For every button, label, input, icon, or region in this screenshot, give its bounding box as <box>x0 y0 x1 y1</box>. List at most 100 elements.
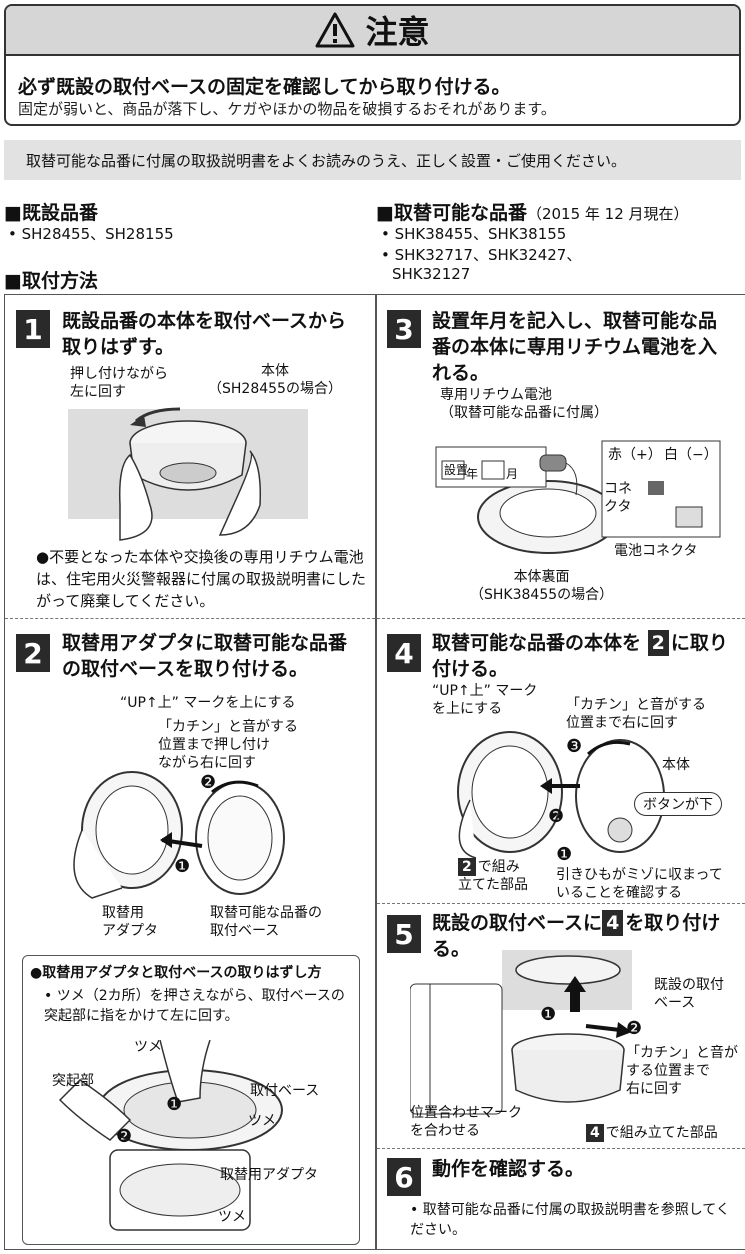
circle-2-4: ❷ <box>548 806 565 827</box>
step-1-title: 既設品番の本体を取付ベースから取りはずす。 <box>62 310 347 358</box>
step-3-number: 3 <box>387 310 421 348</box>
circle-1-5: ❶ <box>540 1004 557 1025</box>
label-red-plus: 赤（+） <box>608 447 662 463</box>
label-white-minus: 白（−） <box>664 447 718 463</box>
step-5-number: 5 <box>387 915 421 953</box>
step-divider-left <box>5 618 375 619</box>
assembled-ref-4: 2 <box>458 858 476 876</box>
assembled-body-5 <box>511 1049 625 1103</box>
alignment-inset <box>410 983 503 1115</box>
label-up-mark: “UP↑上” マークを上にする <box>120 695 296 711</box>
step-6-note: • 取替可能な品番に付属の取扱説明書を参照してください。 <box>410 1202 730 1238</box>
replaceable-model-1: • SHK38455、SHK38155 <box>381 225 567 243</box>
replaceable-heading: ■取替可能な品番 <box>376 202 527 224</box>
label-mount-base: 取替可能な品番の 取付ベース <box>210 905 322 939</box>
column-divider <box>375 294 377 1250</box>
label-button-down: ボタンが下 <box>634 792 722 816</box>
step-4-ref: 2 <box>647 630 669 656</box>
warning-title: 注意 <box>365 13 430 51</box>
mounting-base-inner <box>207 795 273 881</box>
left-finger <box>58 1079 132 1141</box>
step-divider-right-2 <box>377 903 745 904</box>
body-back-inner <box>499 488 597 538</box>
step-2-illustration <box>73 771 285 899</box>
label-setup: 設置 <box>444 463 469 477</box>
adapter-inner <box>95 785 169 875</box>
step-5-ref: 4 <box>602 910 624 936</box>
label-click-push: 「カチン」と音がする 位置まで押し付け ながら右に回す <box>158 719 298 771</box>
step-5-title-a: 既設の取付ベースに <box>432 912 603 934</box>
battery-connector <box>675 506 703 528</box>
assembled-inner <box>471 745 549 839</box>
month-field <box>481 460 505 480</box>
detail-ring <box>119 1163 241 1217</box>
warning-header: 注意 <box>6 6 739 56</box>
step-4-title-a: 取替可能な品番の本体を <box>432 632 642 654</box>
replaceable-date: （2015 年 12 月現在） <box>526 205 689 223</box>
rotate-right-arrow <box>211 780 259 794</box>
step-1-number: 1 <box>16 310 50 348</box>
removal-box <box>22 955 360 1245</box>
circle-2: ❷ <box>200 772 217 793</box>
label-tsume-3: ツメ <box>218 1209 246 1225</box>
label-tsume-1: ツメ <box>134 1039 162 1055</box>
detector-grille <box>159 462 217 484</box>
label-click-4: 「カチン」と音がする 位置まで右に回す <box>566 697 706 731</box>
replaceable-model-2: • SHK32717、SHK32427、 <box>381 246 582 264</box>
push-arrowhead <box>160 832 172 848</box>
connector-plug <box>648 481 664 495</box>
existing-models: • SH28455、SH28155 <box>8 225 174 243</box>
assembled-text-5: で組み立てた部品 <box>605 1125 718 1141</box>
label-adapter: 取替用 アダプタ <box>102 905 158 939</box>
steps-frame <box>4 294 745 1250</box>
label-removal-adapter: 取替用アダプタ <box>220 1167 318 1183</box>
existing-heading: ■既設品番 <box>4 202 98 224</box>
removal-heading: ●取替用アダプタと取付ベースの取りはずし方 <box>30 965 322 981</box>
replaceable-heading-row: ■取替可能な品番（2015 年 12 月現在） <box>376 198 689 225</box>
removal-text: • ツメ（2カ所）を押さえながら、取付ベースの突起部に指をかけて左に回す。 <box>44 988 345 1024</box>
removal-circle-2: ❷ <box>116 1126 133 1147</box>
step-divider-right-3 <box>377 1148 745 1149</box>
test-button <box>607 817 633 843</box>
pressing-finger <box>159 1040 211 1103</box>
circle-1-4: ❶ <box>556 844 573 865</box>
circle-1: ❶ <box>174 856 191 877</box>
notice-bar: 取替可能な品番に付属の取扱説明書をよくお読みのうえ、正しく設置・ご使用ください。 <box>4 140 741 180</box>
label-click-5: 「カチン」と音が する位置まで 右に回す <box>626 1045 738 1097</box>
replaceable-model-3: SHK32127 <box>392 265 471 283</box>
step-3-illustration <box>435 440 721 554</box>
warning-sub-text: 固定が弱いと、商品が落下し、ケガやほかの物品を破損するおそれがあります。 <box>18 100 556 118</box>
label-protrusion: 突起部 <box>52 1073 94 1089</box>
rotate-arrow-4 <box>587 740 631 756</box>
label-month: 月 <box>506 467 519 481</box>
label-tsume-2: ツメ <box>248 1113 276 1129</box>
label-push-rotate: 押し付けながら 左に回す <box>70 366 168 400</box>
step-3-title: 設置年月を記入し、取替可能な品番の本体に専用リチウム電池を入れる。 <box>432 310 718 384</box>
step-2-number: 2 <box>16 634 50 672</box>
battery-wire <box>565 462 578 496</box>
step-6-number: 6 <box>387 1158 421 1196</box>
warning-triangle-icon <box>315 12 355 48</box>
step-2-title: 取替用アダプタに取替可能な品番の取付ベースを取り付ける。 <box>62 632 348 680</box>
label-lithium-battery: 専用リチウム電池 （取替可能な品番に付属） <box>440 387 608 421</box>
label-body-4: 本体 <box>662 757 690 773</box>
right-arrow-5 <box>585 1024 621 1032</box>
label-removal-base: 取付ベース <box>250 1083 320 1099</box>
step-4-title-b: に取り付ける。 <box>432 632 728 680</box>
step-5-title-b: を取り付ける。 <box>432 912 721 960</box>
right-arrowhead-5 <box>616 1022 632 1038</box>
up-arrowhead <box>564 976 586 992</box>
up-arrow-shaft <box>570 990 580 1012</box>
existing-base <box>515 955 621 985</box>
warning-main-text: 必ず既設の取付ベースの固定を確認してから取り付ける。 <box>18 76 511 98</box>
circle-2-5: ❷ <box>626 1018 643 1039</box>
label-connector: コネ クタ <box>604 481 632 515</box>
holding-hand <box>73 829 123 899</box>
step-1-illustration <box>68 407 308 541</box>
label-existing-base: 既設の取付 ベース <box>654 977 724 1011</box>
removal-circle-1: ❶ <box>166 1094 183 1115</box>
install-heading: ■取付方法 <box>4 270 98 292</box>
step-4-number: 4 <box>387 634 421 672</box>
circle-3-4: ❸ <box>566 736 583 757</box>
